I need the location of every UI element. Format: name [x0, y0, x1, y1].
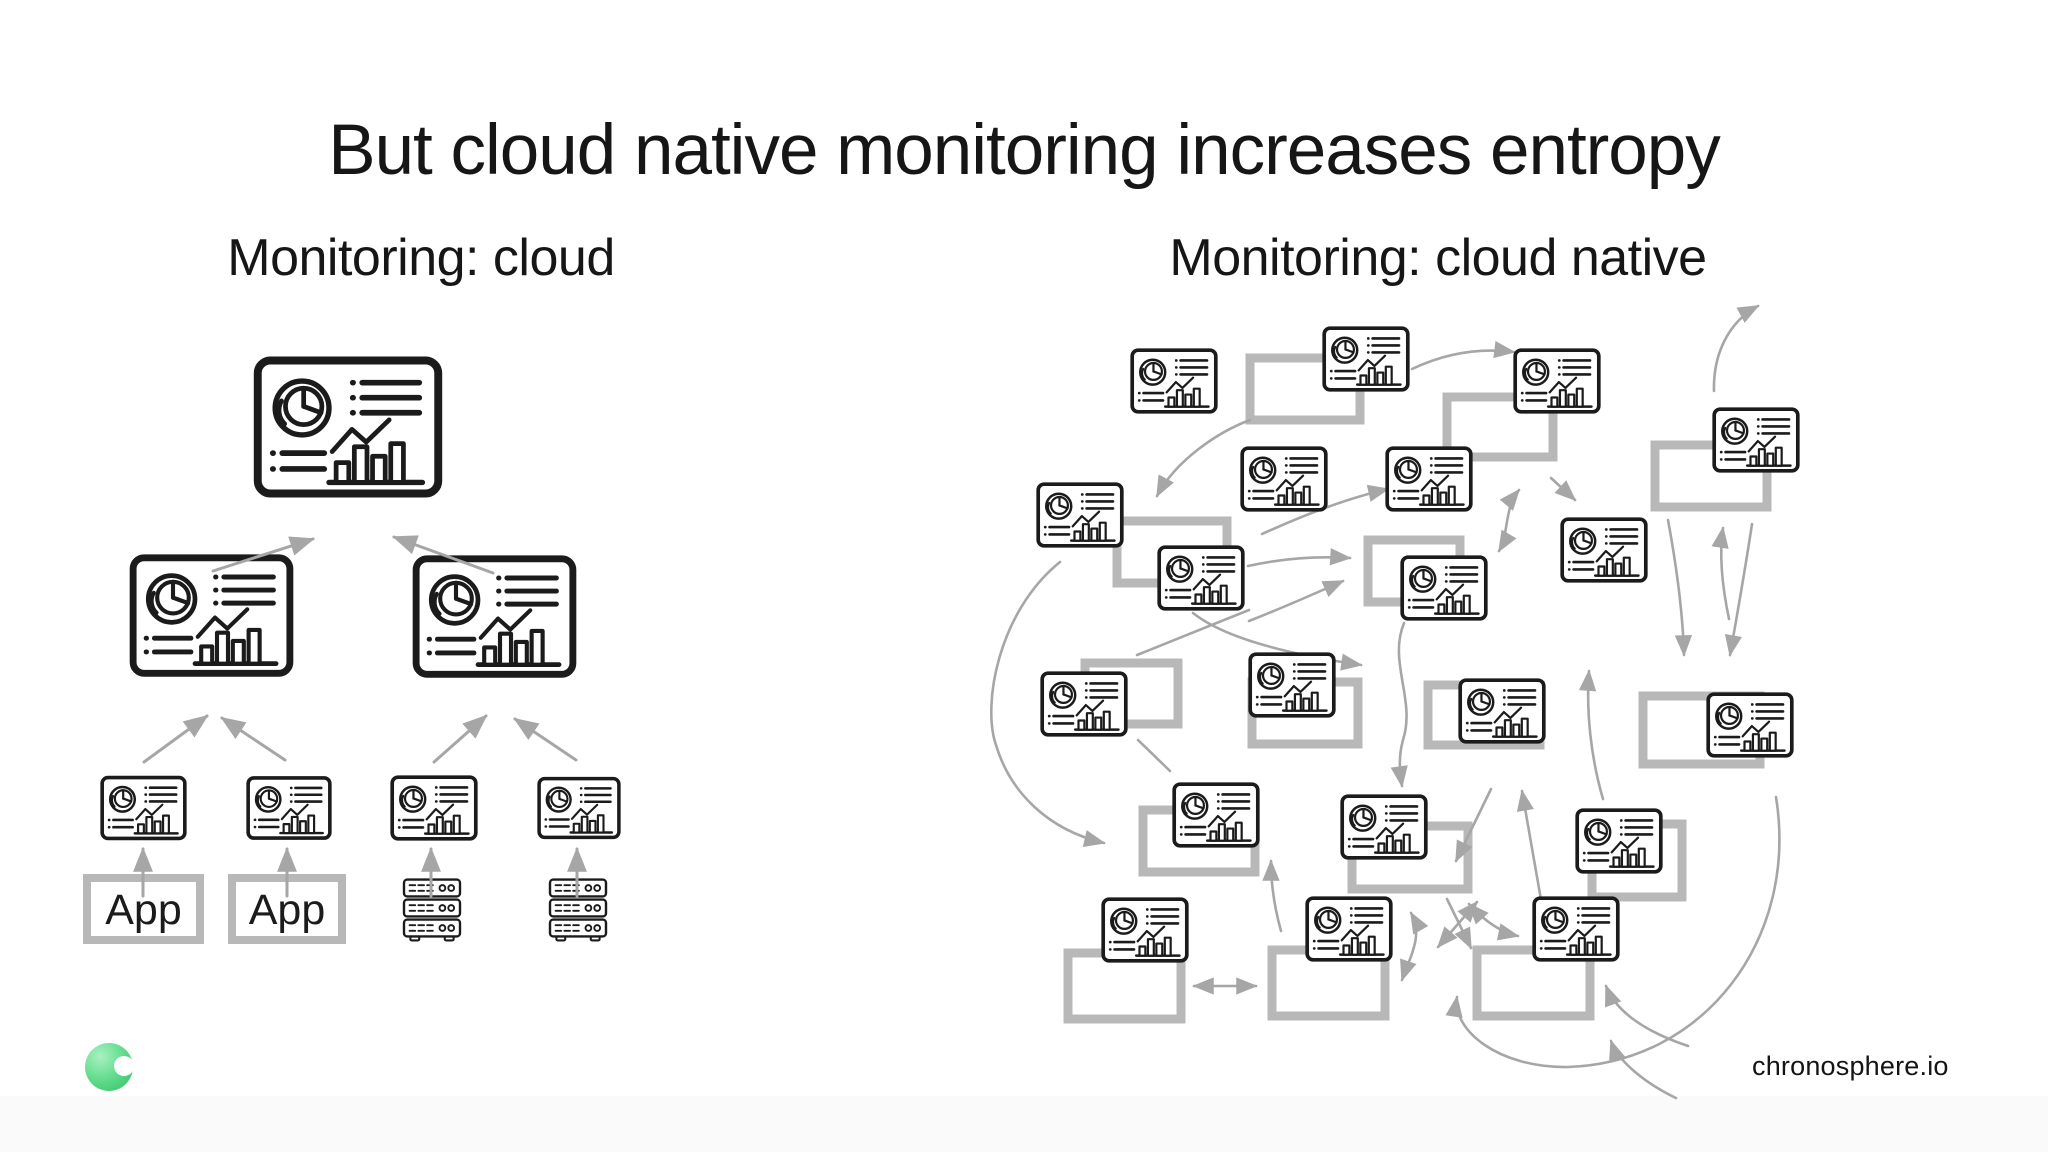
dashboard-icon: [1101, 897, 1189, 963]
dashboard-icon: [1172, 782, 1260, 848]
dashboard-icon: [1305, 896, 1393, 962]
logo-crescent-notch: [114, 1056, 134, 1076]
dashboard-icon: [1322, 326, 1410, 392]
flow-arrow: [1467, 902, 1520, 941]
flow-arrow: [1604, 984, 1690, 1048]
flow-arrow: [1247, 579, 1345, 623]
hierarchy-arrow: [211, 536, 315, 573]
flow-arrow: [1246, 548, 1352, 568]
dashboard-icon: [1040, 671, 1128, 737]
chronosphere-logo-icon: [85, 1043, 134, 1091]
dashboard-icon: [1575, 808, 1663, 874]
flow-arrow: [1136, 738, 1172, 773]
hierarchy-arrow: [142, 714, 209, 764]
flow-arrow: [1390, 621, 1408, 788]
dashboard-icon: [1157, 545, 1245, 611]
flow-arrow: [1712, 304, 1760, 393]
dashboard-icon: [1560, 517, 1648, 583]
footer-band: [0, 1096, 2048, 1152]
dashboard-icon: [246, 776, 332, 840]
dashboard-icon: [100, 775, 187, 841]
flow-arrow: [1711, 526, 1731, 621]
dashboard-icon: [390, 775, 478, 841]
hierarchy-arrow: [220, 716, 287, 762]
dashboard-icon: [258, 361, 439, 494]
flow-arrow: [1445, 897, 1473, 950]
dashboard-icon: [1240, 446, 1328, 512]
flow-arrow: [1262, 859, 1283, 933]
frame-rect: [1063, 948, 1186, 1024]
dashboard-icon: [1712, 407, 1800, 473]
flow-arrow: [1155, 418, 1252, 498]
dashboard-icon: [1532, 896, 1620, 962]
dashboard-icon: [537, 776, 621, 840]
dashboard-icon: [1513, 348, 1601, 414]
right-panel-heading: Monitoring: cloud native: [1169, 229, 1707, 287]
hierarchy-arrow: [513, 717, 578, 762]
dashboard-icon: [133, 558, 290, 674]
flow-arrow: [1666, 518, 1693, 657]
dashboard-icon: [1706, 692, 1794, 758]
hierarchy-arrow: [392, 535, 495, 575]
flow-arrow: [1516, 789, 1546, 919]
frame-rect: [1442, 392, 1558, 462]
frame-rect: [1650, 440, 1772, 512]
dashboard-icon: [416, 559, 573, 675]
flow-arrow: [1191, 611, 1363, 671]
flow-arrow: [1549, 476, 1577, 502]
flow-arrow: [1724, 522, 1754, 657]
dashboard-icon: [1458, 678, 1546, 744]
flow-arrow: [1400, 911, 1429, 982]
dashboard-icon: [1340, 794, 1428, 860]
dashboard-icon: [1248, 652, 1336, 718]
flow-arrow: [1578, 669, 1605, 801]
left-panel-heading: Monitoring: cloud: [227, 229, 615, 287]
flow-arrow: [990, 560, 1106, 847]
hierarchy-arrow: [432, 714, 488, 764]
dashboard-icon: [1400, 555, 1488, 621]
flow-arrow: [1410, 340, 1516, 371]
flow-arrow: [1454, 787, 1493, 863]
footer-brand-url: chronosphere.io: [1752, 1051, 1949, 1081]
flow-arrow: [1609, 1039, 1678, 1100]
slide-title: But cloud native monitoring increases en…: [328, 110, 1721, 190]
dashboard-icon: [1130, 348, 1218, 414]
dashboard-icon: [1385, 446, 1473, 512]
dashboard-icon: [1036, 482, 1124, 548]
flow-arrow: [1436, 900, 1479, 949]
flow-arrow: [1135, 608, 1251, 657]
flow-arrow: [1497, 488, 1521, 553]
